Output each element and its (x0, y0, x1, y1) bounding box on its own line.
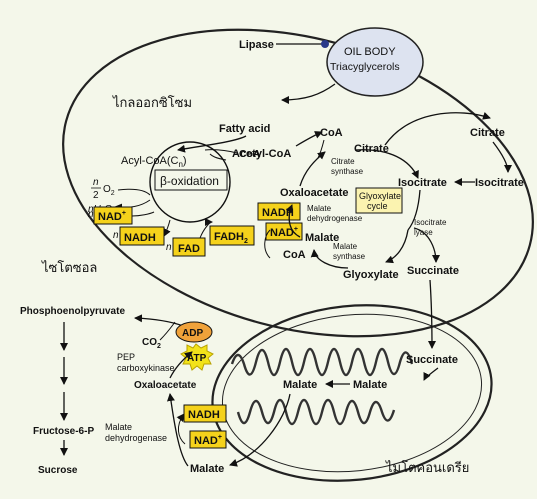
malate-mito-2-label: Malate (283, 379, 317, 391)
fad-badge (172, 237, 206, 257)
oil-body-title: OIL BODY (344, 46, 396, 58)
citrate-synthase-label: Citrate synthase (331, 157, 364, 176)
svg-text:2: 2 (93, 190, 99, 201)
glyoxylate-cycle-box (355, 187, 403, 214)
succinate-mito-label: Succinate (406, 354, 458, 366)
beta-oxidation-cycle (149, 141, 231, 223)
svg-text:O2: O2 (103, 184, 115, 197)
nad-badge-cyto (189, 430, 227, 449)
fadh2-text: FADH2 (214, 231, 248, 245)
cristae (230, 347, 414, 377)
fad-text: FAD (178, 243, 200, 255)
pep-label: Phosphoenolpyruvate (20, 306, 125, 317)
succinate-glyox-label: Succinate (407, 265, 459, 277)
fatty-acid-label: Fatty acid (219, 123, 270, 135)
adp-text: ADP (182, 328, 203, 339)
isocitrate-lyase-label: Isocitrate lyase (414, 218, 449, 237)
lipase-label: Lipase (239, 39, 274, 51)
glyoxysome-label: ไกลออกซิโซม (112, 95, 192, 111)
acyl-coa-label: Acyl-CoA(Cn) (121, 155, 187, 169)
adp-badge (175, 321, 213, 343)
isocitrate-glyox-label: Isocitrate (398, 177, 447, 189)
nad-text-cyto: NAD+ (194, 434, 222, 447)
nad-text-glyox: NAD+ (270, 226, 298, 239)
lipase-dot (321, 40, 329, 48)
glyoxylate-cycle-label: Glyoxylate cycle (359, 191, 404, 211)
oxaloacetate-glyox-label: Oxaloacetate (280, 187, 348, 199)
nad-badge-glyox (265, 222, 303, 241)
nad-plus-text: NAD+ (98, 210, 126, 223)
malate-cyto-label: Malate (190, 463, 224, 475)
coa-top-label: CoA (239, 148, 261, 160)
malate-synthase-label: Malate synthase (333, 242, 366, 261)
malate-mito-1-label: Malate (353, 379, 387, 391)
n-prefix-nadh: n (113, 230, 119, 241)
oil-body (326, 27, 424, 97)
atp-text: ATP (187, 353, 207, 364)
fructose-label: Fructose-6-P (33, 426, 94, 437)
n-prefix-nad: n (88, 209, 94, 220)
pep-ck-label: PEP carboxykinase (117, 352, 175, 373)
sucrose-label: Sucrose (38, 465, 78, 476)
nadh-text-beta: NADH (124, 232, 156, 244)
malate-dh-cyto-label: Malate dehydrogenase (105, 422, 167, 443)
cytosol-label: ไซโตซอล (41, 260, 97, 276)
mitochondria-label: ไมโตคอนเดรีย (385, 460, 469, 476)
citrate-glyox-label: Citrate (354, 143, 389, 155)
malate-dh-glyox-label: Malate dehydrogenase (307, 204, 363, 223)
nadh-text-cyto: NADH (188, 409, 220, 421)
acetyl-coa-label: Acetyl-CoA (232, 148, 291, 160)
glyoxylate-cycle-loop (354, 149, 419, 179)
citrate-out-label: Citrate (470, 127, 505, 139)
cristae-lower (236, 398, 396, 426)
malate-glyox-label: Malate (305, 232, 339, 244)
glyoxylate-label: Glyoxylate (343, 269, 399, 281)
svg-text:n: n (93, 177, 99, 188)
coa-low-label: CoA (283, 249, 306, 261)
co2-label: CO2 (142, 337, 161, 350)
coa-mid-label: CoA (320, 127, 343, 139)
beta-oxidation-box (154, 169, 228, 191)
oil-body-subtitle: Triacyglycerols (330, 61, 400, 73)
atp-burst (180, 343, 214, 371)
n-prefix-fad: n (166, 242, 172, 253)
oxaloacetate-cyto-label: Oxaloacetate (134, 380, 197, 391)
isocitrate-out-label: Isocitrate (475, 177, 524, 189)
beta-oxidation-label: β-oxidation (160, 174, 219, 188)
fadh2-badge (209, 225, 255, 246)
